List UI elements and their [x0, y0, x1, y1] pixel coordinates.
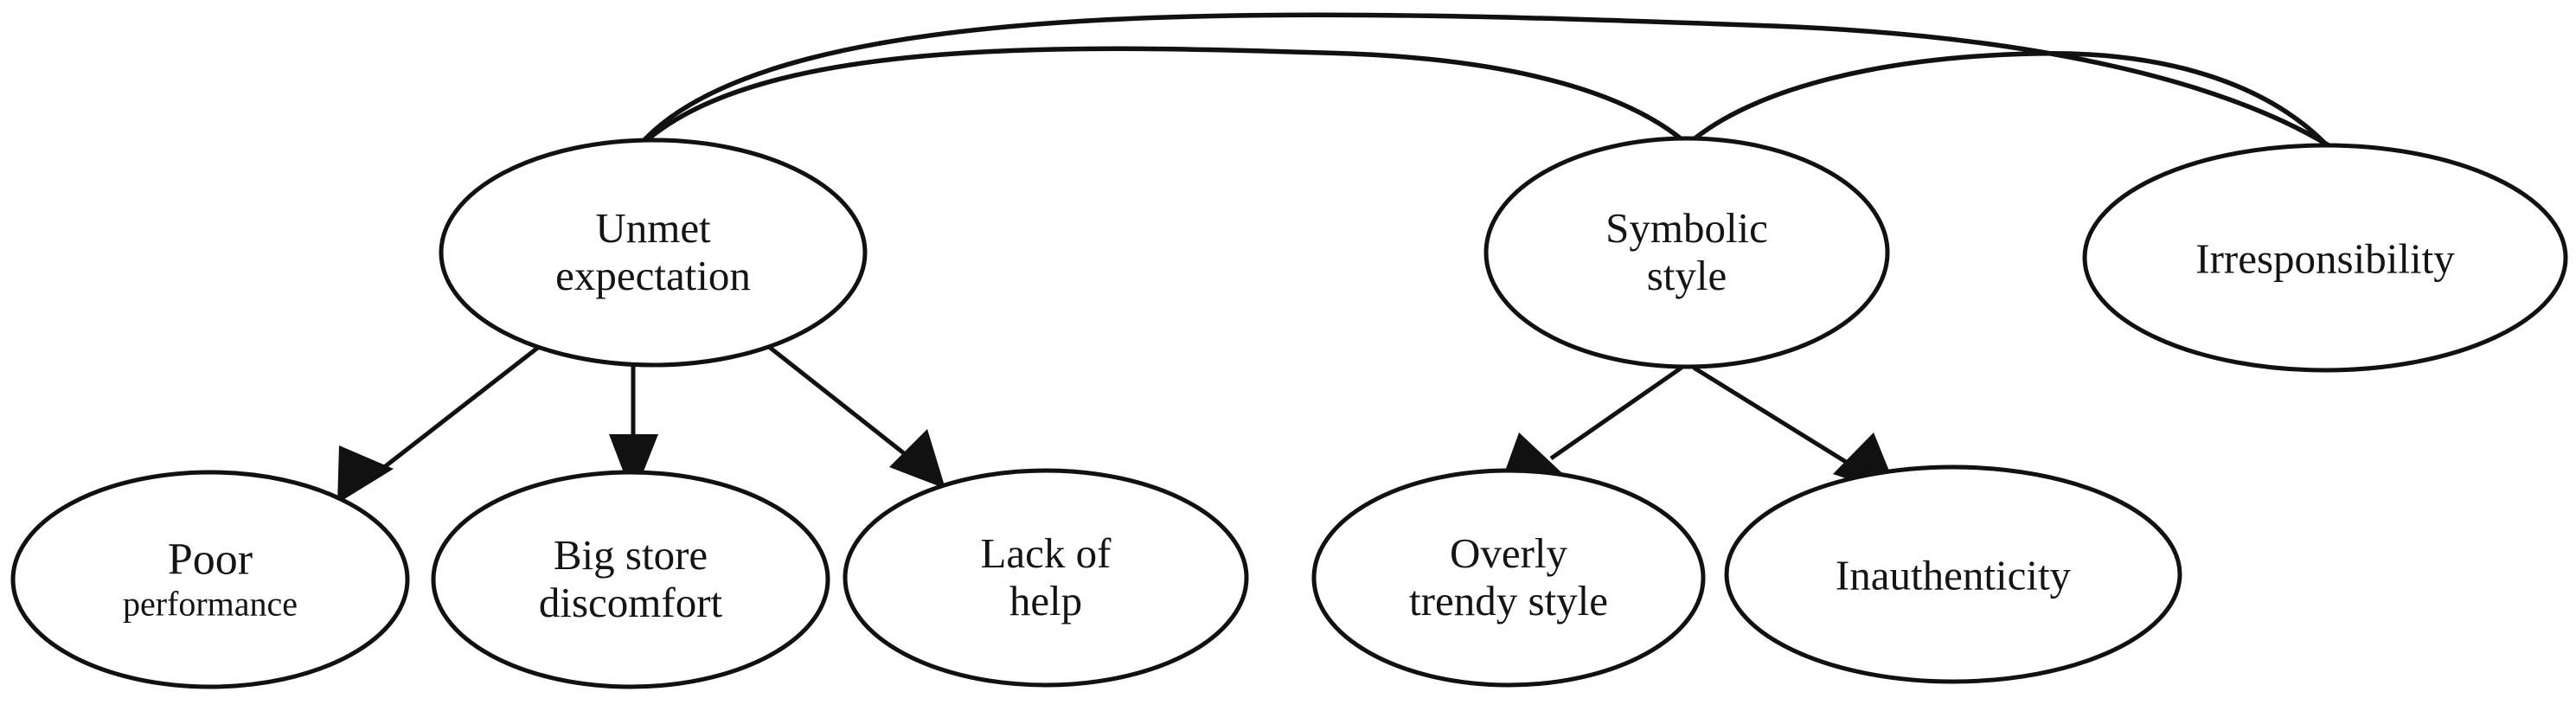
edge-unmet-to-lack-of-help	[767, 345, 910, 458]
arc-symbolic-style-to-irresponsibility	[1687, 51, 2330, 149]
node-unmet-expectation[interactable]	[439, 138, 868, 368]
edge-symbolic-to-overly-trendy-style	[1549, 365, 1683, 461]
arrowhead-unmet-to-big-store-discomfort	[609, 434, 658, 497]
arc-unmet-to-symbolic-style	[639, 46, 1688, 148]
edge-unmet-to-poor-performance	[366, 345, 541, 482]
arc-unmet-to-irresponsibility	[638, 12, 2330, 148]
node-lack-of-help[interactable]	[843, 468, 1249, 688]
node-inauthenticity[interactable]	[1724, 464, 2182, 684]
arrowhead-unmet-to-lack-of-help	[889, 429, 945, 489]
node-overly-trendy-style[interactable]	[1311, 468, 1706, 688]
edge-symbolic-to-inauthenticity	[1692, 365, 1848, 464]
node-big-store-discomfort[interactable]	[431, 470, 830, 689]
node-irresponsibility[interactable]	[2082, 143, 2568, 373]
node-symbolic-style[interactable]	[1483, 136, 1890, 369]
arrowhead-unmet-to-poor-performance	[337, 445, 394, 503]
node-poor-performance[interactable]	[10, 470, 410, 689]
